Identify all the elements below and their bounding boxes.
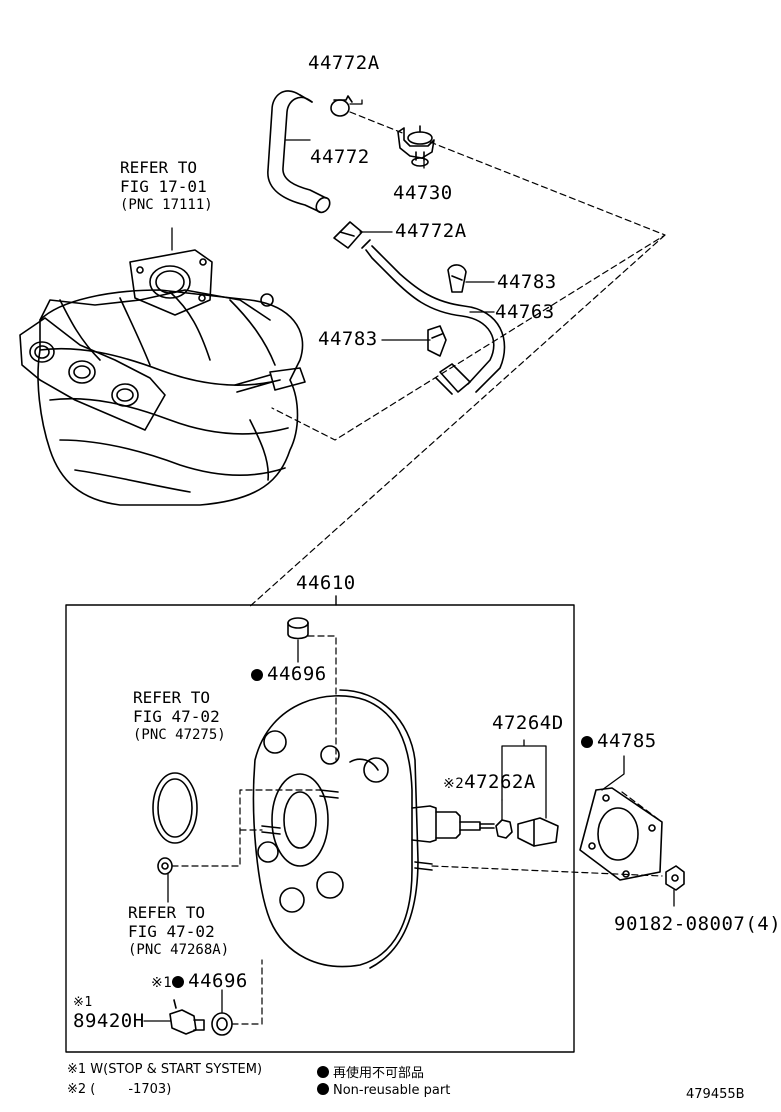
part-label-44730[interactable]: 44730: [393, 182, 453, 204]
part-label-89420H[interactable]: 89420H: [73, 1010, 145, 1032]
ref-line-3: (PNC 47275): [133, 726, 226, 743]
refer-to-fig-17-01[interactable]: REFER TO FIG 17-01 (PNC 17111): [120, 158, 213, 213]
hose-routing-dashed-line: [247, 111, 666, 609]
gasket-47275-drawing: [152, 772, 198, 844]
intake-manifold-drawing: [19, 249, 306, 506]
legend-text: Non-reusable part: [333, 1083, 451, 1098]
legend-note-1: ※1 W(STOP & START SYSTEM): [67, 1062, 263, 1077]
non-reusable-dot-icon: [317, 1083, 329, 1095]
ref-line-2: FIG 47-02: [133, 706, 220, 726]
grommet-44696-bottom-drawing: [211, 1012, 233, 1036]
nut-47262A-drawing: [495, 819, 513, 839]
part-label-44783-left[interactable]: 44783: [318, 328, 378, 350]
part-label-44763[interactable]: 44763: [495, 301, 555, 323]
sensor-89420H-drawing: [169, 999, 205, 1035]
refer-to-fig-47-02-47275[interactable]: REFER TO FIG 47-02 (PNC 47275): [133, 688, 226, 743]
part-label-44783-right[interactable]: 44783: [497, 271, 557, 293]
note-mark-1: ※1: [151, 975, 173, 991]
non-reusable-dot-icon: [172, 976, 185, 988]
part-label-47262A[interactable]: ※247262A: [443, 773, 536, 792]
part-label-44772A-mid[interactable]: 44772A: [395, 220, 467, 242]
part-label-47264D[interactable]: 47264D: [492, 712, 564, 734]
clip-44783-left-drawing: [427, 325, 447, 357]
part-label-44785[interactable]: 44785: [581, 732, 657, 751]
grommet-44696-top-drawing: [287, 617, 309, 640]
hose-44772-drawing: [267, 90, 331, 214]
part-number: 44696: [267, 663, 327, 685]
part-label-44696-bottom[interactable]: ※1 44696: [151, 972, 248, 991]
hose-44763-drawing: [361, 239, 506, 395]
ref-line-3: (PNC 17111): [120, 196, 213, 213]
part-label-44772[interactable]: 44772: [310, 146, 370, 168]
ref-line-1: REFER TO: [128, 903, 206, 922]
non-reusable-dot-icon: [251, 669, 263, 681]
ref-line-1: REFER TO: [120, 158, 198, 177]
non-reusable-dot-icon: [581, 736, 593, 748]
part-number: 44696: [188, 970, 248, 992]
booster-assembly-frame: [65, 604, 575, 1053]
legend-note-2: ※2 ( -1703): [67, 1082, 172, 1097]
part-label-90182-08007[interactable]: 90182-08007(4): [614, 913, 781, 935]
clamp-44772A-top-drawing: [330, 95, 353, 117]
non-reusable-dot-icon: [317, 1066, 329, 1078]
legend-text: 再使用不可部品: [333, 1066, 425, 1081]
refer-to-fig-47-02-47268A[interactable]: REFER TO FIG 47-02 (PNC 47268A): [128, 903, 230, 958]
note-mark-2: ※2: [443, 776, 465, 792]
ref-line-3: (PNC 47268A): [128, 941, 230, 958]
clevis-47264D-drawing: [517, 817, 559, 847]
ref-line-1: REFER TO: [133, 688, 211, 707]
ref-line-2: FIG 17-01: [120, 176, 207, 196]
part-number: 44785: [597, 730, 657, 752]
clamp-44772A-mid-drawing: [333, 221, 363, 249]
legend-nonreusable-en: Non-reusable part: [317, 1083, 450, 1098]
note-mark-1-89420H: ※1: [73, 995, 93, 1010]
clip-44783-right-drawing: [447, 264, 467, 293]
parts-diagram: [19, 90, 685, 1053]
legend-nonreusable-jp: 再使用不可部品: [317, 1062, 424, 1081]
gasket-44785-drawing: [579, 787, 663, 881]
brake-booster-drawing: [252, 689, 495, 969]
part-number: 47262A: [464, 771, 536, 793]
booster-dashed-lines: [171, 635, 663, 1025]
leader-lines: [143, 99, 675, 1022]
valve-44730-drawing: [397, 125, 435, 167]
ref-line-2: FIG 47-02: [128, 921, 215, 941]
nut-90182-drawing: [665, 865, 685, 891]
diagram-id: 479455B: [686, 1087, 745, 1102]
part-label-44772A-top[interactable]: 44772A: [308, 52, 380, 74]
part-label-44610[interactable]: 44610: [296, 572, 356, 594]
part-label-44696-top[interactable]: 44696: [251, 665, 327, 684]
grommet-47268A-drawing: [157, 857, 173, 875]
